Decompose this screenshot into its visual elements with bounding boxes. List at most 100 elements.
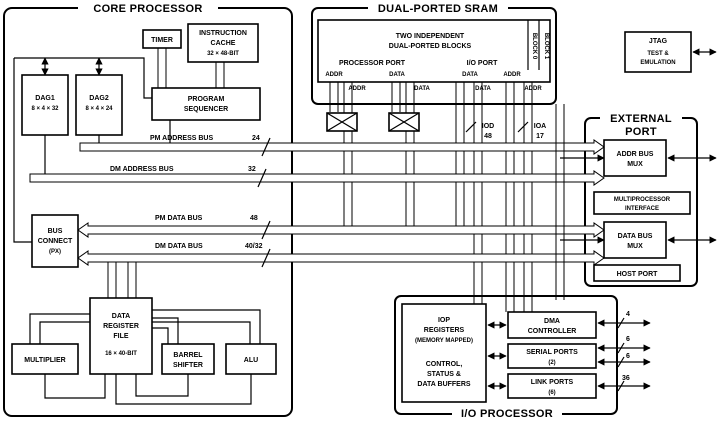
sram-port-bus-1 xyxy=(329,82,339,112)
iop-registers-line1: IOP xyxy=(438,317,450,324)
pm-data-bus xyxy=(77,222,605,238)
dm-data-bus xyxy=(77,250,605,266)
dag-top-bus xyxy=(14,57,152,99)
shifter-loop xyxy=(152,317,179,344)
link-pin-slash xyxy=(617,380,625,392)
control-line1: CONTROL, xyxy=(426,361,463,368)
lower-label-addr1: ADDR xyxy=(348,86,366,92)
dma-line2: CONTROLLER xyxy=(528,328,577,335)
control-line3: DATA BUFFERS xyxy=(417,381,470,388)
jtag-box xyxy=(624,31,692,73)
iop-registers-box xyxy=(401,303,487,403)
external-port-title-1: EXTERNAL xyxy=(610,113,672,125)
dag2-size: 8 × 4 × 24 xyxy=(85,106,113,112)
iop-registers-line2: REGISTERS xyxy=(424,327,465,334)
iod-slash xyxy=(465,121,477,133)
barrel-shifter-box xyxy=(161,343,215,375)
program-sequencer-line2: SEQUENCER xyxy=(184,106,228,113)
dag1-label: DAG1 xyxy=(35,95,55,102)
dma-pin-slash xyxy=(617,317,625,329)
iod-label: IOD xyxy=(482,123,494,130)
external-port-title-2: PORT xyxy=(625,126,657,138)
jtag-label-3: EMULATION xyxy=(640,60,675,66)
link-ports-box xyxy=(507,373,597,399)
sram-blocks-box xyxy=(317,19,551,83)
program-sequencer-line1: PROGRAM xyxy=(188,96,225,103)
pm-address-bus-label: PM ADDRESS BUS xyxy=(150,135,213,142)
dma-line1: DMA xyxy=(544,318,560,325)
dm-data-slash xyxy=(261,248,271,268)
alu-bottom-loop xyxy=(115,374,252,405)
control-line2: STATUS & xyxy=(427,371,461,378)
instruction-cache-line2: CACHE xyxy=(211,40,236,47)
port-label-data1: DATA xyxy=(389,72,405,78)
port-label-addr1: ADDR xyxy=(325,72,343,78)
pm-address-bus-width: 24 xyxy=(252,135,260,142)
lower-label-data1: DATA xyxy=(414,86,430,92)
sram-port-bus-3 xyxy=(391,82,401,112)
io-port-label: I/O PORT xyxy=(467,60,498,67)
timer-label: TIMER xyxy=(151,37,173,44)
crossbar-x-left xyxy=(326,112,358,132)
dag1-size: 8 × 4 × 32 xyxy=(31,106,59,112)
iod-width: 48 xyxy=(484,133,492,140)
serial-line1: SERIAL PORTS xyxy=(526,349,578,356)
program-sequencer-box xyxy=(151,87,261,121)
mp-interface-line2: INTERFACE xyxy=(625,206,659,212)
dm-address-bus-width: 32 xyxy=(248,166,256,173)
host-port-box xyxy=(593,264,681,282)
sram-io-bus-data2 xyxy=(473,82,483,142)
dag2-label: DAG2 xyxy=(89,95,109,102)
core-processor-title: CORE PROCESSOR xyxy=(93,3,202,15)
lower-label-addr2: ADDR xyxy=(524,86,542,92)
multiplier-label: MULTIPLIER xyxy=(24,357,65,364)
sram-port-bus-4 xyxy=(405,82,415,230)
bus-connect-line2: CONNECT xyxy=(38,238,73,245)
serial-pin-count-2: 6 xyxy=(626,353,630,360)
mp-interface-box xyxy=(593,191,691,215)
addr-bus-mux-box xyxy=(603,139,667,177)
jtag-label-1: JTAG xyxy=(649,38,668,45)
link-pin-count: 36 xyxy=(622,375,630,382)
data-register-line3: FILE xyxy=(113,333,128,340)
port-label-data2: DATA xyxy=(462,72,478,78)
pm-data-to-register-link xyxy=(107,262,117,298)
sram-blocks-line1: TWO INDEPENDENT xyxy=(396,33,465,40)
bus-connect-line1: BUS xyxy=(48,228,63,235)
dma-pin-count: 4 xyxy=(626,311,630,318)
alu-label: ALU xyxy=(244,357,258,364)
lower-label-data2: DATA xyxy=(475,86,491,92)
dag2-box xyxy=(75,74,123,136)
multiplier-loop xyxy=(29,313,90,344)
jtag-label-2: TEST & xyxy=(647,51,669,57)
dma-controller-box xyxy=(507,311,597,339)
serial-ports-box xyxy=(507,343,597,369)
timer-box xyxy=(142,29,182,49)
bus-connect-box xyxy=(31,214,79,268)
barrel-shifter-line1: BARREL xyxy=(173,352,203,359)
left-loop-line xyxy=(13,58,32,243)
serial-pin-count-1: 6 xyxy=(626,336,630,343)
data-register-line1: DATA xyxy=(112,313,130,320)
sram-io-bus-addr2 xyxy=(523,82,533,312)
dag1-box xyxy=(21,74,69,136)
data-register-file-box xyxy=(89,297,153,375)
alu-loop xyxy=(152,309,261,344)
crossbar-x-right xyxy=(388,112,420,132)
instruction-cache-box xyxy=(187,23,259,63)
serial2-pin-slash xyxy=(617,356,625,368)
external-port-title-mask xyxy=(600,110,682,140)
ioa-width: 17 xyxy=(536,133,544,140)
data-register-line2: REGISTER xyxy=(103,323,139,330)
mp-interface-line1: MULTIPROCESSOR xyxy=(614,197,671,203)
cache-to-sequencer xyxy=(215,62,225,88)
data-bus-mux-line2: MUX xyxy=(627,243,643,250)
addr-bus-mux-line2: MUX xyxy=(627,161,643,168)
pm-data-slash xyxy=(261,220,271,240)
sram-title: DUAL-PORTED SRAM xyxy=(378,3,498,15)
dm-address-slash xyxy=(257,168,267,188)
shifter-bottom-loop xyxy=(135,374,189,397)
data-bus-mux-line1: DATA BUS xyxy=(618,233,653,240)
dm-data-bus-label: DM DATA BUS xyxy=(155,243,203,250)
core-title-mask xyxy=(78,1,218,15)
